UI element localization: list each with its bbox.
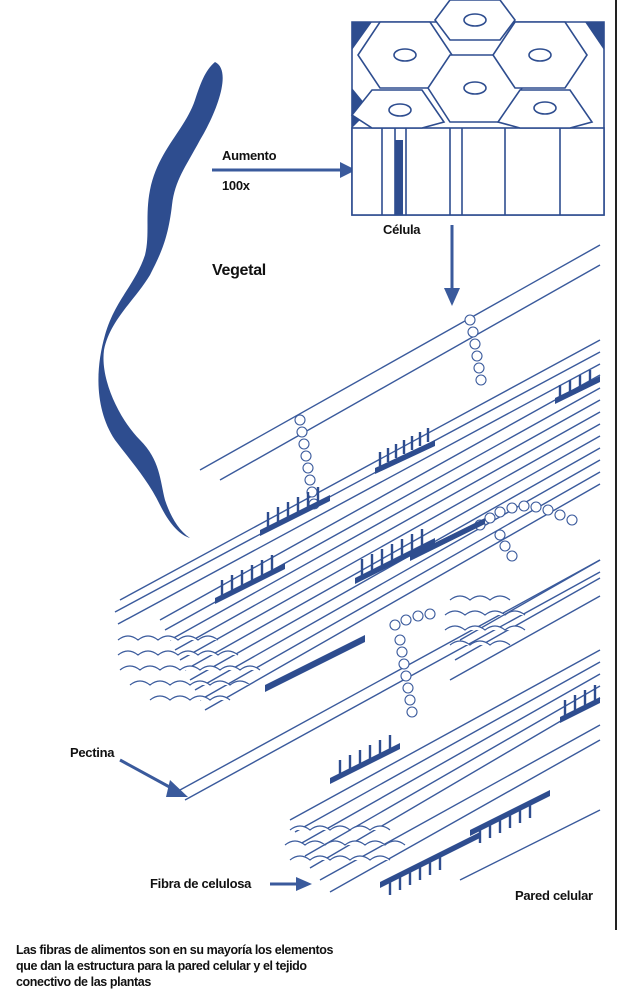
leaf-icon — [98, 62, 222, 538]
magnification-value: 100x — [222, 178, 250, 193]
caption-line-2: que dan la estructura para la pared celu… — [16, 958, 456, 974]
cell-wall-label: Pared celular — [515, 888, 593, 903]
caption-line-3: conectivo de las plantas — [16, 974, 456, 990]
magnification-arrow — [212, 162, 356, 178]
plant-label: Vegetal — [212, 262, 266, 280]
cellulose-pointer-arrow — [270, 877, 312, 891]
hemicellulose-bristles — [222, 370, 595, 895]
caption-line-1: Las fibras de alimentos son en su mayorí… — [16, 942, 456, 958]
pectin-label: Pectina — [70, 745, 114, 760]
caption: Las fibras de alimentos son en su mayorí… — [16, 942, 456, 990]
cellulose-fiber-label: Fibra de celulosa — [150, 876, 251, 891]
cell-label: Célula — [383, 222, 420, 237]
cell-block — [352, 0, 604, 215]
fibril-strands — [115, 245, 600, 892]
cell-down-arrow — [444, 225, 460, 306]
pectin-pointer-arrow — [120, 760, 188, 797]
magnification-label: Aumento — [222, 148, 276, 163]
